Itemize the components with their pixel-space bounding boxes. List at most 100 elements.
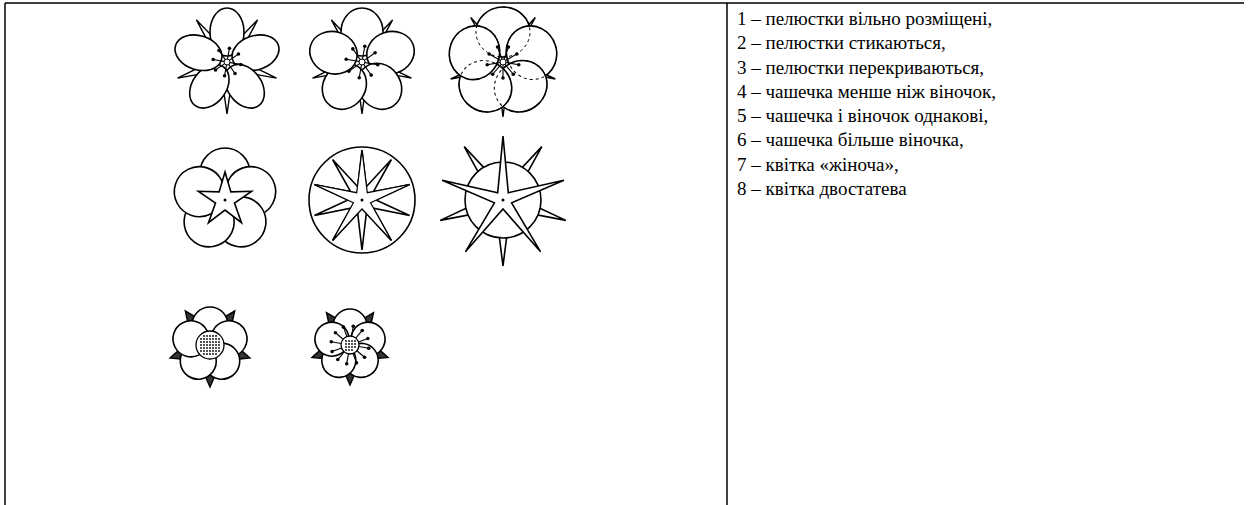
pistil [345, 340, 347, 342]
flower-female [168, 307, 251, 387]
flower-drawings [168, 7, 566, 387]
pistil [200, 341, 202, 343]
anther [491, 72, 495, 76]
pistil [209, 335, 211, 337]
anther [228, 46, 232, 50]
stamen [213, 60, 225, 62]
petal [449, 50, 522, 122]
anther [214, 68, 218, 72]
pistil [209, 338, 211, 340]
receptacle [341, 336, 359, 354]
anther [363, 355, 367, 359]
pistil [218, 341, 220, 343]
anther [496, 45, 500, 49]
petal [168, 316, 213, 361]
pistil [212, 341, 214, 343]
anther [329, 340, 333, 344]
anther [487, 52, 491, 56]
pistil [206, 338, 208, 340]
pistil [212, 344, 214, 346]
pistil [348, 340, 350, 342]
pistil [203, 347, 205, 349]
pistil [215, 353, 217, 355]
pistil [212, 353, 214, 355]
pistil [206, 341, 208, 343]
stamen [359, 64, 361, 78]
pistil [348, 349, 350, 351]
petal [476, 7, 530, 57]
table-border [5, 3, 1244, 505]
anther [351, 324, 355, 328]
calyx-star [314, 150, 409, 241]
pistil [351, 349, 353, 351]
receptacle [196, 331, 224, 359]
petal [170, 29, 226, 76]
pistil [203, 344, 205, 346]
anther [217, 49, 221, 53]
pistil [206, 344, 208, 346]
pistil [215, 347, 217, 349]
anther [239, 63, 243, 67]
pistil [200, 347, 202, 349]
stamen [363, 64, 371, 75]
flower-bisexual [311, 309, 390, 385]
legend-line: 7 – квітка «жіноча», [737, 153, 1237, 177]
flower-equal-calyx [309, 147, 415, 253]
pistil [212, 350, 214, 352]
pistil [345, 346, 347, 348]
anther [367, 346, 371, 350]
flower-free-petals [170, 8, 283, 116]
stamen [505, 62, 519, 64]
pistil [218, 350, 220, 352]
flower-large-calyx [440, 136, 566, 266]
stamen [493, 64, 502, 75]
pistil [215, 344, 217, 346]
anther [357, 76, 361, 80]
anther [376, 63, 380, 67]
anther [517, 63, 521, 67]
legend-line: 4 – чашечка менше ніж віночок, [737, 80, 1237, 104]
anther [501, 76, 505, 80]
pistil [203, 353, 205, 355]
anther [515, 52, 519, 56]
pistil [212, 335, 214, 337]
pistil [212, 338, 214, 340]
pistil [206, 347, 208, 349]
anther [369, 73, 373, 77]
pistil [359, 59, 365, 65]
petal [304, 25, 363, 80]
stamen [504, 64, 513, 75]
stamen [216, 63, 226, 70]
legend-line: 2 – пелюстки стикаються, [737, 31, 1237, 55]
stamen [227, 48, 229, 60]
pistil [212, 347, 214, 349]
pistil [203, 350, 205, 352]
stamen [504, 47, 509, 60]
stamen [346, 59, 360, 61]
stamen [487, 62, 501, 64]
calyx-star [314, 150, 409, 250]
pistil [354, 340, 356, 342]
flower-small-calyx [168, 148, 282, 257]
pistil [200, 344, 202, 346]
pistil [348, 343, 350, 345]
anther [344, 57, 348, 61]
legend-line: 3 – пелюстки перекриваються, [737, 56, 1237, 80]
anther [237, 52, 241, 56]
stamen [362, 46, 364, 60]
anther [347, 69, 351, 73]
anther [363, 44, 367, 48]
stamen [228, 64, 235, 74]
pistil [215, 350, 217, 352]
stamen [489, 54, 501, 61]
anther [336, 358, 340, 362]
anther [223, 74, 227, 78]
petal [499, 19, 563, 86]
pistil [218, 338, 220, 340]
pistil [206, 350, 208, 352]
petal [442, 19, 506, 86]
stamen [364, 62, 378, 64]
pistil [354, 346, 356, 348]
pistil [354, 343, 356, 345]
